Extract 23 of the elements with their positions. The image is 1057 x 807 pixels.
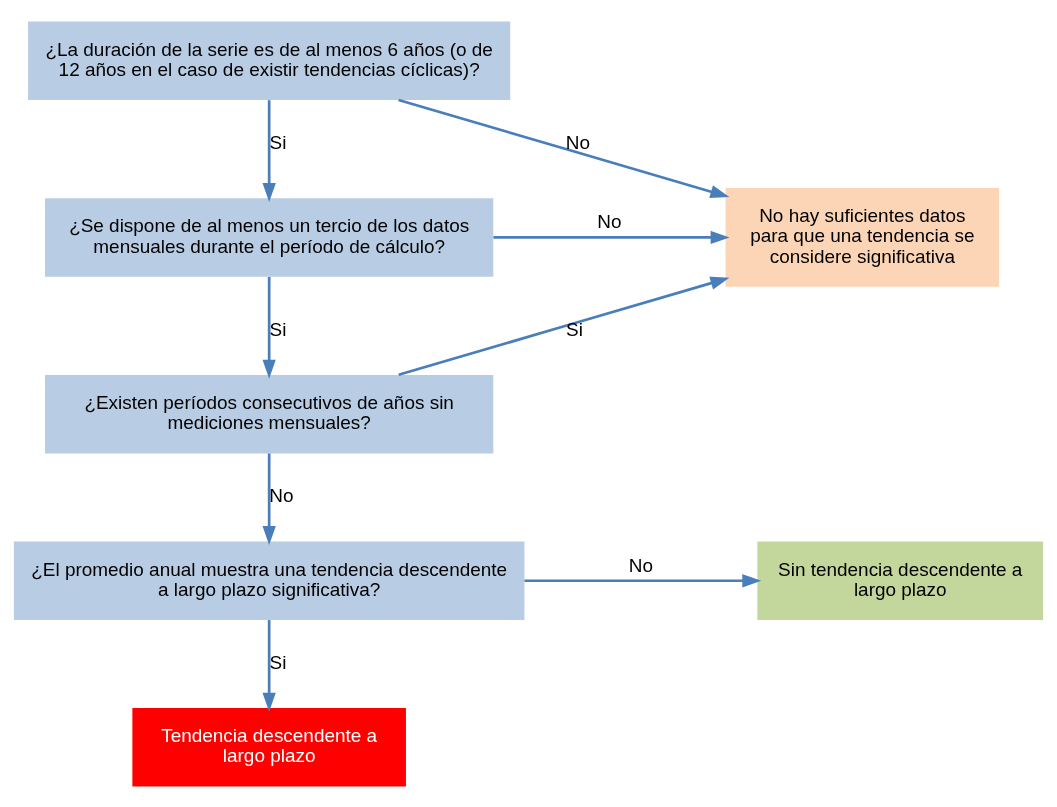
edge-label: Si [269,651,287,673]
arrow [262,453,276,545]
arrow [398,98,730,198]
node-box: ¿La duración de la serie es de al menos 6 años (o de 12 años en el caso de existir tendencias cíclicas)? [28,20,511,100]
arrow [398,276,730,376]
node-box: No hay suficientes datos para que una tendencia se considere significativa [725,187,1000,287]
node-box: ¿Se dispone de al menos un tercio de los datos mensuales durante el período de cálculo? [45,197,494,277]
arrow [262,99,276,202]
node-box: Tendencia descendente a largo plazo [132,707,406,787]
arrow [493,230,730,244]
edge-label: Si [269,318,287,340]
edge-label: No [565,131,591,153]
arrow [524,573,762,587]
arrow [262,619,276,712]
edge-label: No [628,554,654,576]
edge-label: No [597,210,622,232]
node-box: ¿Existen períodos consecutivos de años sin mediciones mensuales? [45,374,494,453]
edge-label: No [269,484,294,506]
edge-label: Si [269,131,287,153]
edge-label: Si [566,318,583,340]
arrow [262,276,276,379]
node-box: ¿El promedio anual muestra una tendencia descendente a largo plazo significativa? [13,540,525,620]
node-box: Sin tendencia descendente a largo plazo [757,540,1044,620]
